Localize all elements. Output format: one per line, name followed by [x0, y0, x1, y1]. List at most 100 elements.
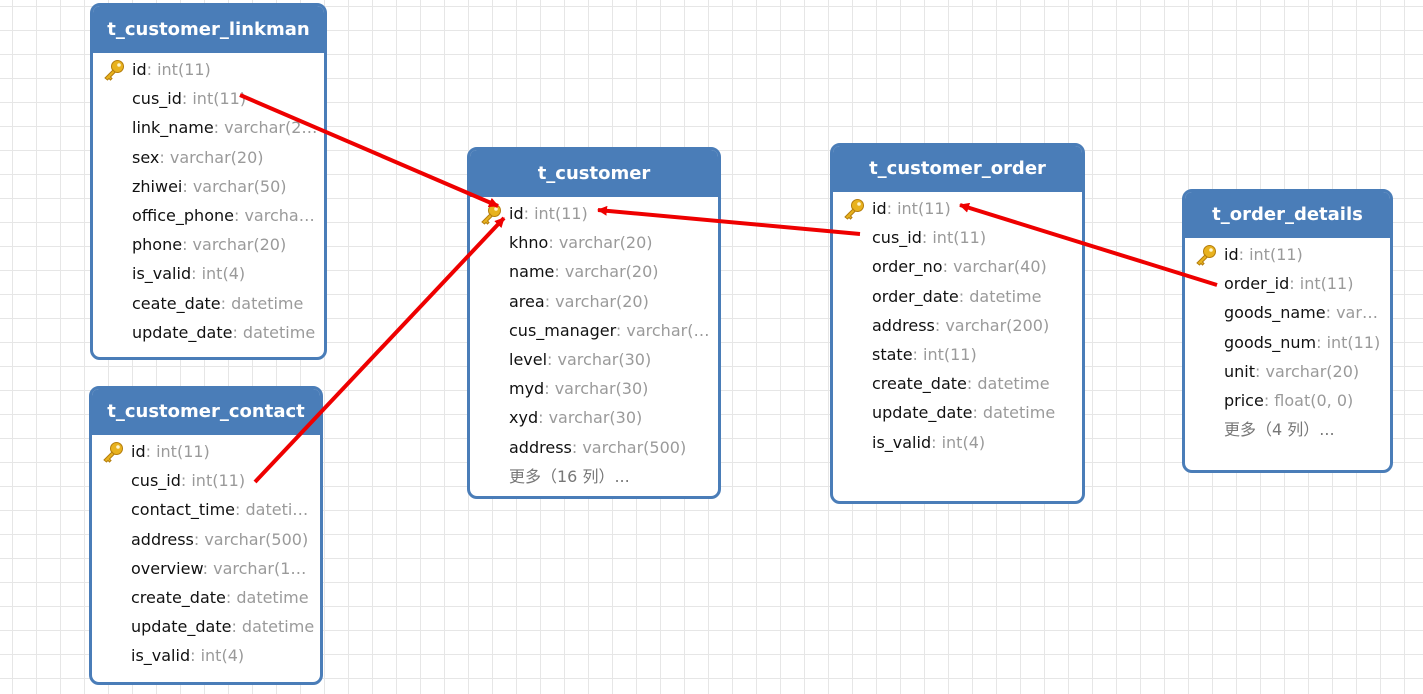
column-type: : varchar(30) [547, 349, 652, 369]
column-name: price [1224, 390, 1264, 410]
column-row[interactable]: phone: varchar(20) [93, 230, 324, 259]
column-row[interactable]: is_valid: int(4) [93, 259, 324, 288]
column-type: : float(0, 0) [1263, 390, 1354, 410]
column-type: : dateti… [235, 500, 309, 520]
table-title: t_order_details [1185, 192, 1390, 238]
column-row[interactable]: myd: varchar(30) [470, 374, 718, 403]
column-row[interactable]: state: int(11) [833, 340, 1082, 369]
column-row[interactable]: zhiwei: varchar(50) [93, 172, 324, 201]
column-row[interactable]: xyd: varchar(30) [470, 403, 718, 432]
column-row[interactable]: goods_num: int(11) [1185, 328, 1390, 357]
column-name: goods_name [1224, 303, 1326, 323]
column-type: : varchar(500) [571, 437, 687, 457]
column-row[interactable]: area: varchar(20) [470, 287, 718, 316]
column-type: : datetime [231, 617, 315, 637]
column-row[interactable]: create_date: datetime [92, 583, 320, 612]
column-type: : datetime [220, 293, 304, 313]
column-name: cus_id [132, 89, 182, 109]
column-row[interactable]: level: varchar(30) [470, 345, 718, 374]
column-row[interactable]: khno: varchar(20) [470, 228, 718, 257]
column-row[interactable]: update_date: datetime [92, 612, 320, 641]
column-row[interactable]: update_date: datetime [93, 318, 324, 347]
primary-key-column[interactable]: id: int(11) [1185, 240, 1390, 269]
primary-key-column[interactable]: id: int(11) [92, 437, 320, 466]
column-row[interactable]: overview: varchar(1… [92, 554, 320, 583]
more-columns-label: 更多（16 列）... [509, 466, 630, 486]
column-type: : varchar(20) [182, 235, 287, 255]
table-title: t_customer [470, 150, 718, 197]
column-row[interactable]: price: float(0, 0) [1185, 386, 1390, 415]
column-row[interactable]: contact_time: dateti… [92, 495, 320, 524]
column-type: : varchar(30) [544, 379, 649, 399]
primary-key-column[interactable]: id: int(11) [833, 194, 1082, 223]
column-type: : int(11) [180, 471, 246, 491]
column-row[interactable]: cus_id: int(11) [833, 223, 1082, 252]
primary-key-column[interactable]: id: int(11) [470, 199, 718, 228]
more-columns-link[interactable]: 更多（16 列）... [470, 462, 718, 491]
column-row[interactable]: cus_id: int(11) [93, 84, 324, 113]
column-type: : datetime [972, 403, 1056, 423]
column-row[interactable]: create_date: datetime [833, 369, 1082, 398]
table-title: t_customer_order [833, 146, 1082, 192]
column-row[interactable]: goods_name: var… [1185, 298, 1390, 327]
column-name: overview [131, 558, 203, 578]
column-row[interactable]: cus_id: int(11) [92, 466, 320, 495]
column-row[interactable]: address: varchar(500) [92, 525, 320, 554]
column-type: : varchar(20) [544, 291, 649, 311]
column-name: order_date [872, 286, 959, 306]
column-row[interactable]: cus_manager: varchar(… [470, 316, 718, 345]
primary-key-icon [481, 204, 501, 225]
column-name: id [1224, 245, 1239, 264]
column-row[interactable]: order_id: int(11) [1185, 269, 1390, 298]
column-name: id [132, 60, 147, 79]
column-row[interactable]: office_phone: varcha… [93, 201, 324, 230]
column-list: id: int(11)cus_id: int(11)order_no: varc… [833, 192, 1082, 457]
column-name: zhiwei [132, 176, 183, 196]
more-columns-link[interactable]: 更多（4 列）... [1185, 415, 1390, 444]
column-type: : int(11) [886, 199, 951, 218]
column-row[interactable]: address: varchar(500) [470, 433, 718, 462]
column-row[interactable]: name: varchar(20) [470, 257, 718, 286]
column-name: order_no [872, 257, 943, 277]
column-name: khno [509, 233, 549, 253]
column-name: goods_num [1224, 332, 1317, 352]
column-row[interactable]: ceate_date: datetime [93, 289, 324, 318]
column-name: name [509, 262, 555, 282]
column-name: create_date [872, 374, 967, 394]
column-row[interactable]: update_date: datetime [833, 398, 1082, 427]
primary-key-column[interactable]: id: int(11) [93, 55, 324, 84]
column-row[interactable]: sex: varchar(20) [93, 143, 324, 172]
column-name: create_date [131, 587, 226, 607]
column-type: : int(4) [931, 432, 986, 452]
column-type: : var… [1325, 303, 1378, 323]
column-type: : int(11) [1238, 245, 1303, 264]
column-name: xyd [509, 408, 539, 428]
column-row[interactable]: unit: varchar(20) [1185, 357, 1390, 386]
column-type: : varchar(30) [538, 408, 643, 428]
primary-key-icon [844, 199, 864, 220]
column-row[interactable]: order_date: datetime [833, 282, 1082, 311]
column-type: : varchar(20) [548, 233, 653, 253]
column-type: : datetime [958, 286, 1042, 306]
column-row[interactable]: is_valid: int(4) [833, 428, 1082, 457]
primary-key-icon [104, 60, 124, 81]
column-name: id [509, 204, 524, 223]
table-title: t_customer_contact [92, 389, 320, 435]
column-name: address [872, 315, 935, 335]
column-type: : int(11) [912, 344, 977, 364]
column-row[interactable]: address: varchar(200) [833, 311, 1082, 340]
column-type: : int(4) [190, 646, 245, 666]
column-name: cus_manager [509, 320, 616, 340]
column-row[interactable]: is_valid: int(4) [92, 641, 320, 670]
column-row[interactable]: order_no: varchar(40) [833, 252, 1082, 281]
column-name: unit [1224, 361, 1255, 381]
column-type: : int(11) [145, 442, 210, 461]
column-row[interactable]: link_name: varchar(2… [93, 113, 324, 142]
more-columns-label: 更多（4 列）... [1224, 420, 1335, 440]
column-name: state [872, 344, 913, 364]
